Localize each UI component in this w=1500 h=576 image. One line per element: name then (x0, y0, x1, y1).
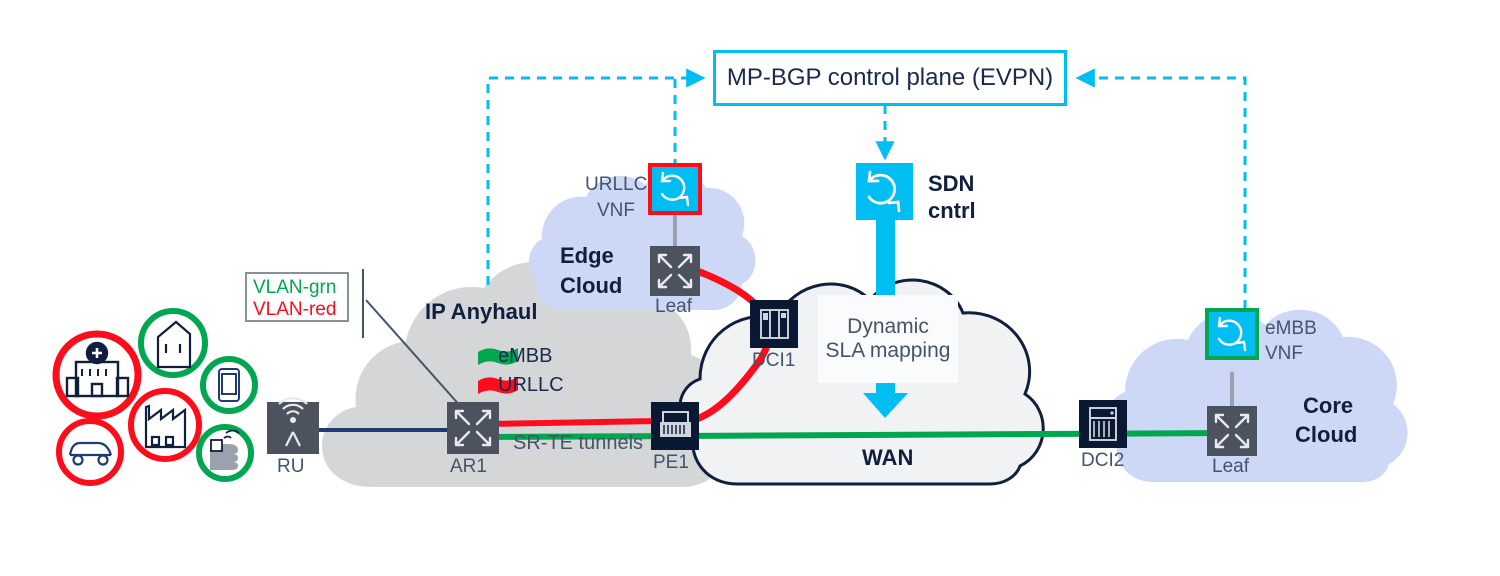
device-leaf-edge[interactable] (650, 246, 700, 296)
router-icon (660, 411, 691, 437)
urllc-legend-swatch (478, 377, 518, 394)
endpoint-factory[interactable] (128, 388, 202, 462)
smartphone-icon (218, 368, 240, 402)
urllc-vnf-label-2: VNF (597, 200, 635, 221)
vnf-urllc[interactable] (648, 163, 702, 215)
endpoint-house[interactable] (138, 308, 208, 378)
embb-legend-swatch (478, 348, 518, 365)
sr-te-tunnels-caption: SR-TE tunnels (513, 432, 644, 454)
wearable-hand-icon (210, 429, 240, 470)
ar1-label: AR1 (450, 456, 487, 477)
embb-legend-label: eMBB (498, 345, 553, 367)
endpoint-hospital[interactable] (52, 330, 142, 420)
device-dci1[interactable] (750, 300, 798, 348)
hospital-icon (65, 341, 130, 398)
sdn-label-line1: SDN (928, 171, 975, 196)
server-rack-icon (1089, 407, 1117, 441)
bgp-link-anyhaul (486, 68, 706, 285)
edge-cloud-label-2: Cloud (560, 273, 623, 298)
four-arrow-icon (657, 253, 693, 289)
vlan-red-label: VLAN-red (253, 299, 337, 320)
endpoint-car[interactable] (56, 418, 124, 486)
four-arrow-icon (454, 409, 492, 447)
bgp-link-core (1075, 68, 1247, 325)
vnf-refresh-icon (867, 170, 901, 213)
leaf-core-label: Leaf (1212, 456, 1249, 477)
leaf-edge-label: Leaf (655, 296, 692, 317)
endpoint-smartphone[interactable] (200, 356, 258, 414)
endpoint-wearable[interactable] (196, 424, 254, 482)
device-dci2[interactable] (1079, 400, 1127, 448)
core-cloud (1106, 309, 1408, 482)
vnf-embb[interactable] (1205, 308, 1259, 360)
vnf-refresh-icon (660, 171, 690, 207)
antenna-icon (278, 397, 308, 447)
wan-label: WAN (862, 445, 914, 470)
sla-annotation-line2: SLA mapping (825, 339, 951, 362)
vlan-green-label: VLAN-grn (253, 277, 337, 298)
dci1-label: DCI1 (752, 350, 796, 371)
urllc-legend-label: URLLC (498, 374, 564, 396)
device-pe1[interactable] (651, 402, 699, 450)
vnf-refresh-icon (1217, 316, 1247, 352)
sdn-controller[interactable] (856, 163, 913, 220)
ru-label: RU (277, 456, 305, 477)
control-plane-links (486, 68, 1247, 325)
core-cloud-label-2: Cloud (1295, 422, 1358, 447)
device-ru[interactable] (267, 397, 319, 454)
embb-vnf-label-1: eMBB (1265, 318, 1317, 339)
vlan-legend-box: VLAN-grn VLAN-red (245, 272, 349, 322)
house-icon (156, 320, 192, 369)
switch-icon (760, 309, 789, 339)
sla-annotation-line1: Dynamic (847, 315, 929, 338)
device-leaf-core[interactable] (1207, 406, 1257, 456)
urllc-tunnel-straight (486, 418, 661, 427)
four-arrow-icon (1214, 413, 1250, 449)
device-ar1[interactable] (447, 402, 499, 454)
sdn-label-line2: cntrl (928, 198, 976, 223)
core-cloud-label-1: Core (1303, 393, 1354, 418)
mp-bgp-label: MP-BGP control plane (EVPN) (726, 64, 1054, 91)
dynamic-sla-mapping-annotation: Dynamic SLA mapping (818, 295, 958, 383)
pe1-label: PE1 (653, 452, 689, 473)
ip-anyhaul-label: IP Anyhaul (425, 299, 538, 324)
edge-cloud-label-1: Edge (560, 243, 614, 268)
vlan-leader-lines (362, 269, 463, 409)
mp-bgp-control-plane-box[interactable]: MP-BGP control plane (EVPN) (713, 50, 1067, 106)
embb-vnf-label-2: VNF (1265, 343, 1303, 364)
urllc-vnf-label-1: URLLC (585, 174, 648, 195)
dci2-label: DCI2 (1081, 450, 1125, 471)
car-icon (68, 441, 113, 466)
factory-icon (144, 404, 187, 449)
